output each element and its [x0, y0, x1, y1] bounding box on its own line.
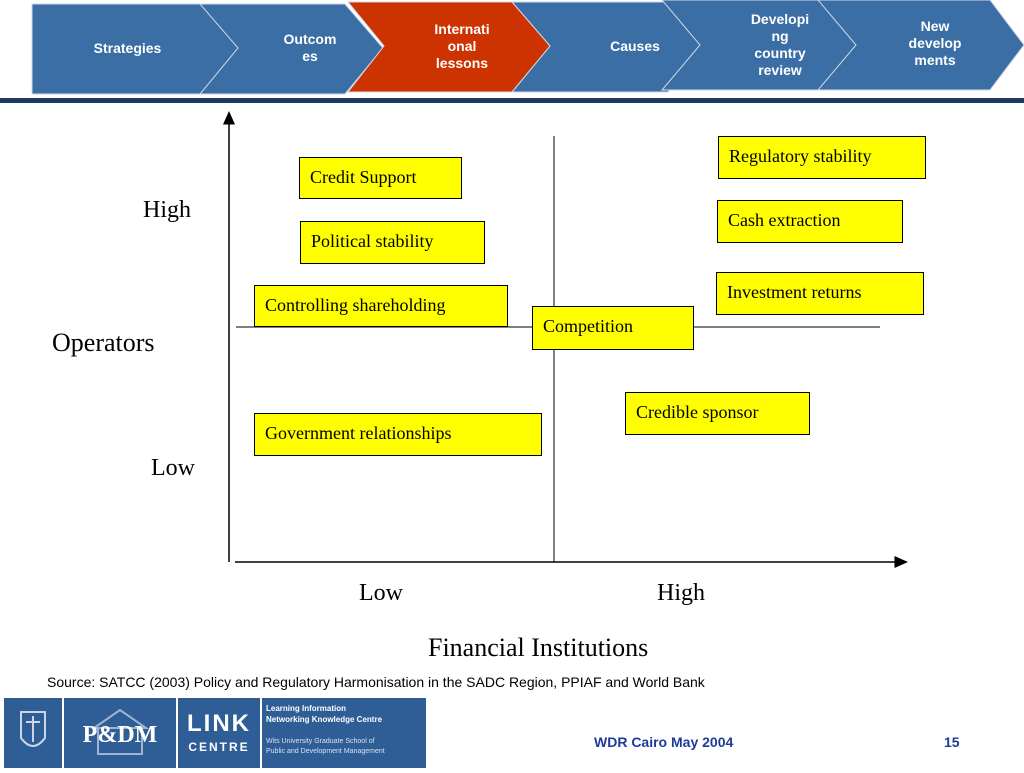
wits-crest-logo [4, 698, 62, 768]
footer-logos: P&DM LINK CENTRE Learning Information Ne… [4, 698, 426, 768]
factor-government-relationships: Government relationships [254, 413, 542, 456]
link-logo-line1: LINK [187, 710, 251, 737]
nav-label-new-developments: New develop ments [908, 17, 962, 68]
link-centre-description: Learning Information Networking Knowledg… [262, 698, 426, 768]
nav-label-developing-country-review: Developi ng country review [750, 11, 810, 78]
factor-investment-returns: Investment returns [716, 272, 924, 315]
header-divider [0, 98, 1024, 103]
footer-title: WDR Cairo May 2004 [594, 734, 734, 750]
process-nav: Strategies Outcom es Internati onal less… [0, 0, 1024, 100]
factor-controlling-shareholding: Controlling shareholding [254, 285, 508, 327]
crest-icon [20, 711, 46, 747]
link-desc-line2: Networking Knowledge Centre [266, 715, 383, 724]
nav-chevrons-graphic [31, 0, 1024, 95]
building-icon [90, 708, 150, 755]
link-desc-line4: Public and Development Management [266, 748, 385, 755]
pdm-logo-text: P&DM [82, 722, 158, 748]
x-low-label: Low [359, 580, 403, 606]
x-high-label: High [657, 580, 705, 606]
x-axis-title: Financial Institutions [428, 633, 649, 662]
factor-political-stability: Political stability [300, 221, 485, 264]
nav-label-international-lessons: Internati onal lessons [434, 20, 490, 71]
nav-label-outcomes: Outcom es [283, 31, 337, 64]
factor-regulatory-stability: Regulatory stability [718, 136, 926, 179]
y-axis-title: Operators [52, 328, 155, 357]
nav-label-causes: Causes [610, 37, 660, 54]
y-low-label: Low [151, 455, 195, 481]
source-note: Source: SATCC (2003) Policy and Regulato… [47, 674, 705, 690]
link-desc-line1: Learning Information [266, 704, 346, 713]
link-centre-logo: LINK CENTRE [178, 698, 260, 768]
nav-step-outcomes[interactable] [198, 3, 384, 95]
pdm-logo: P&DM [64, 698, 176, 768]
factor-cash-extraction: Cash extraction [717, 200, 903, 243]
nav-step-international-lessons[interactable] [346, 1, 551, 93]
link-logo-line2: CENTRE [188, 740, 250, 754]
factor-credible-sponsor: Credible sponsor [625, 392, 810, 435]
nav-label-strategies: Strategies [93, 39, 162, 56]
page-number: 15 [944, 734, 960, 750]
nav-step-new-developments[interactable] [816, 0, 1024, 91]
link-desc-line3: Wits University Graduate School of [266, 738, 375, 745]
factor-credit-support: Credit Support [299, 157, 462, 199]
factor-competition: Competition [532, 306, 694, 350]
y-high-label: High [143, 197, 191, 223]
